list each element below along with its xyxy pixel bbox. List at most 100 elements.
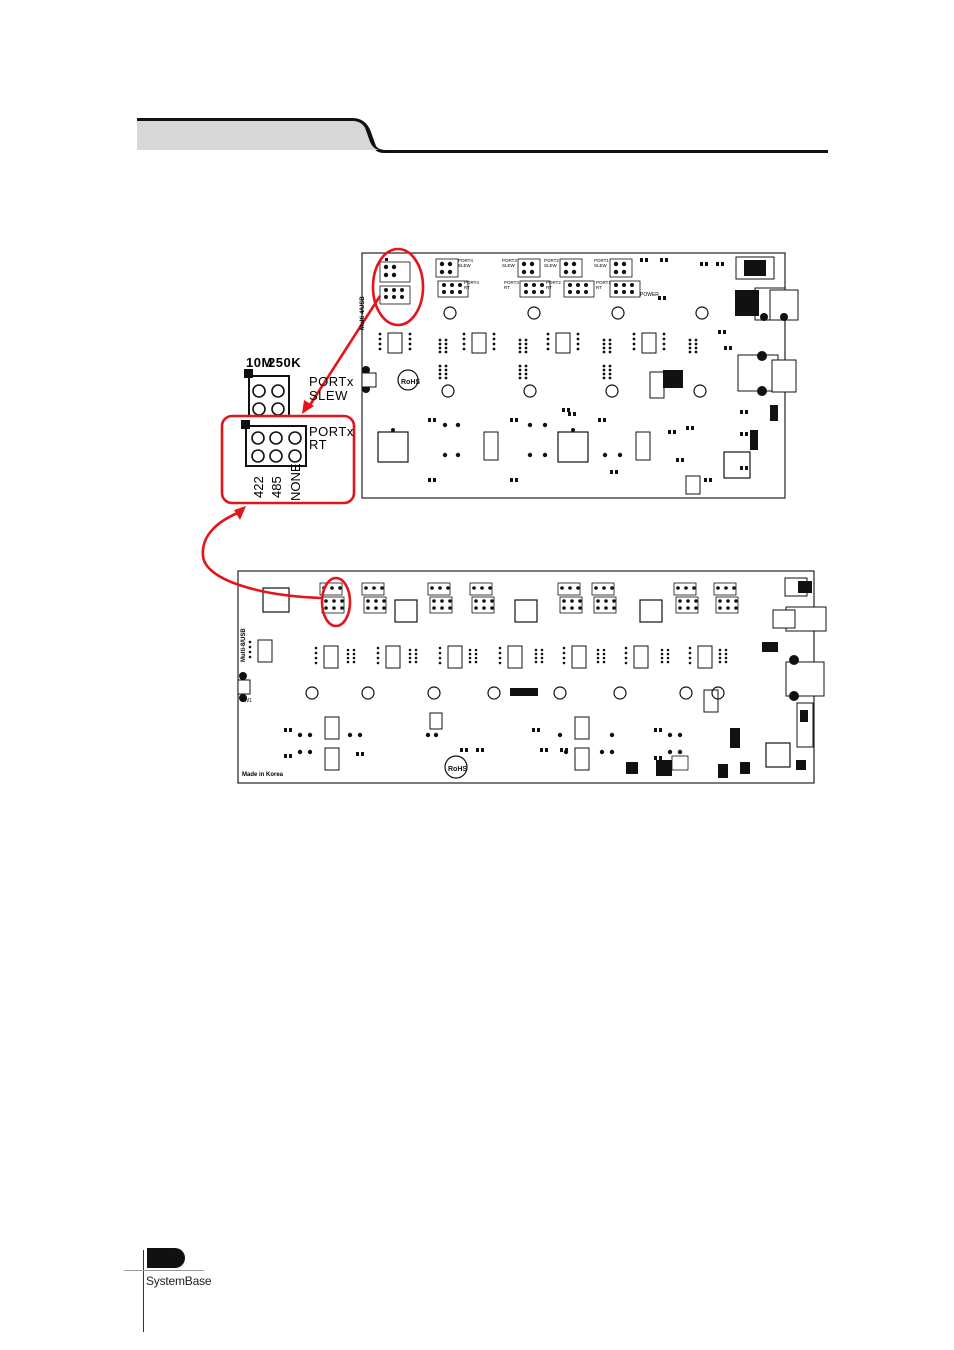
pcb-pin — [378, 332, 382, 336]
pcb-pin — [444, 346, 448, 350]
pcb-pin — [584, 290, 588, 294]
rt-option-485: 485 — [269, 476, 284, 498]
rt-label-rt: RT — [309, 437, 328, 452]
pcb-pin — [621, 269, 627, 275]
pcb-pin — [563, 269, 569, 275]
pcb-pin — [468, 660, 472, 664]
pcb-pin — [432, 606, 436, 610]
pcb-pin — [678, 599, 682, 603]
pcb-pin — [442, 290, 446, 294]
pcb-pin — [524, 376, 528, 380]
pcb-pin — [608, 342, 612, 346]
pcb-pin — [562, 661, 566, 665]
pcb-pin — [474, 660, 478, 664]
pcb-pin — [524, 290, 528, 294]
pcb-pin — [357, 732, 363, 738]
pcb-pin — [438, 661, 442, 665]
pcb-pad — [289, 728, 292, 732]
pcb-pin — [718, 652, 722, 656]
pcb-pin — [718, 648, 722, 652]
pcb-pin — [440, 606, 444, 610]
pcb-pin — [688, 338, 692, 342]
pcb-pin — [612, 606, 616, 610]
pcb-pin — [314, 651, 318, 655]
pcb-pad — [705, 262, 708, 266]
pcb-pin — [726, 599, 730, 603]
pcb-pin — [521, 261, 527, 267]
pcb-pin — [563, 749, 569, 755]
pcb-pin — [438, 656, 442, 660]
pcb-pad — [673, 430, 676, 434]
pcb-pin — [534, 652, 538, 656]
pcb-pad — [770, 405, 778, 421]
pcb-pin — [602, 586, 606, 590]
pcb-pin — [602, 364, 606, 368]
pcb-pin — [438, 364, 442, 368]
pcb-pin — [447, 261, 453, 267]
pcb-pin — [534, 656, 538, 660]
slew-label-port: PORTx — [309, 374, 354, 389]
pcb-pin — [617, 452, 623, 458]
pcb-pin — [498, 661, 502, 665]
pcb-pin — [562, 656, 566, 660]
pcb-pin — [602, 368, 606, 372]
pcb-pin — [472, 586, 476, 590]
pcb-pin — [521, 269, 527, 275]
pcb-pad — [640, 258, 643, 262]
pcb-pin — [614, 290, 618, 294]
pcb-pin — [560, 586, 564, 590]
pcb-pin — [562, 646, 566, 650]
pcb-pin — [596, 606, 600, 610]
pcb-pad — [284, 754, 287, 758]
pcb-pin — [474, 599, 478, 603]
pcb-pin — [688, 651, 692, 655]
pcb-pin — [602, 648, 606, 652]
footer-page-tab — [147, 1248, 185, 1268]
pcb-pin — [408, 337, 412, 341]
slew-option-250k: 250K — [268, 355, 302, 370]
pcb-pad — [700, 262, 703, 266]
pcb-pad — [660, 258, 663, 262]
pcb-pin — [632, 342, 636, 346]
footer-brand: SystemBase — [146, 1274, 212, 1288]
pcb-pin — [534, 648, 538, 652]
pcb-pad — [626, 762, 638, 774]
pcb-pin — [602, 346, 606, 350]
pcb-pad — [537, 728, 540, 732]
pcb-pin — [432, 599, 436, 603]
pcb-pin — [694, 338, 698, 342]
pcb-pad — [603, 418, 606, 422]
pcb-pin — [400, 288, 404, 292]
pcb-pin — [462, 342, 466, 346]
top-port-label-4-slew: PORT4 SLEW — [458, 258, 473, 268]
pcb-pin — [408, 332, 412, 336]
pcb-pad — [740, 410, 743, 414]
pcb-pin — [596, 656, 600, 660]
pcb-pad — [676, 458, 679, 462]
pcb-pin — [297, 732, 303, 738]
pcb-pin — [540, 652, 544, 656]
pcb-pin — [248, 650, 252, 654]
pcb-pin — [546, 337, 550, 341]
pcb-pin — [438, 372, 442, 376]
pcb-pad — [681, 458, 684, 462]
pcb-pad — [745, 432, 748, 436]
rt-option-none: NONE — [288, 463, 303, 501]
pcb-pin — [666, 656, 670, 660]
pcb-pad — [750, 430, 758, 450]
pcb-pin — [562, 606, 566, 610]
pcb-pin — [557, 732, 563, 738]
pcb-pin — [352, 656, 356, 660]
pcb-pin — [376, 646, 380, 650]
top-port-label-2-slew: PORT2 SLEW — [544, 258, 559, 268]
pcb-pad — [718, 330, 721, 334]
pcb-pin — [688, 656, 692, 660]
pcb-pin — [660, 656, 664, 660]
pcb-pad — [654, 756, 657, 760]
pcb-pin — [621, 261, 627, 267]
pcb-pin — [694, 346, 698, 350]
jumper-zoom-detail — [241, 369, 307, 467]
pcb-pad — [435, 258, 459, 278]
pcb-pin — [563, 261, 569, 267]
